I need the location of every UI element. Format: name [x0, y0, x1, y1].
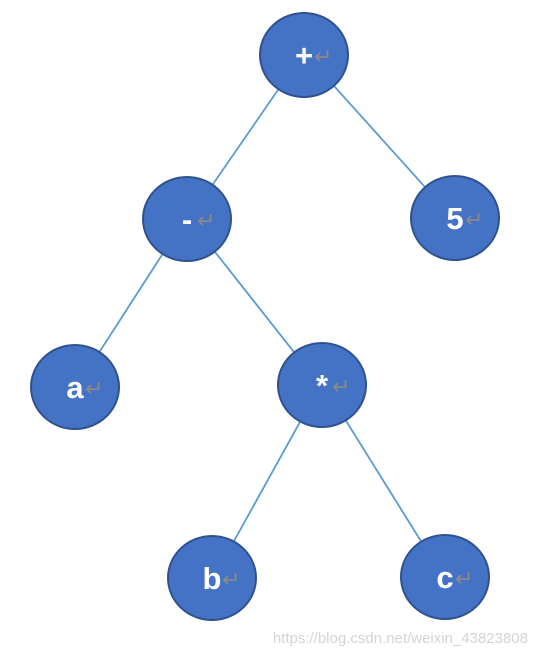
- paragraph-mark-icon: ↵: [85, 377, 103, 402]
- node-label-five: 5: [446, 201, 463, 236]
- node-circle-b: [167, 535, 257, 621]
- node-a: a↵: [30, 344, 120, 430]
- paragraph-mark-icon: ↵: [465, 208, 483, 233]
- node-c: c↵: [400, 534, 490, 620]
- node-label-b: b: [203, 561, 222, 596]
- watermark-text: https://blog.csdn.net/weixin_43823808: [272, 630, 528, 647]
- edge-plus-to-minus: [211, 87, 280, 187]
- edge-times-to-b: [232, 420, 302, 543]
- node-label-minus: -: [182, 202, 192, 237]
- node-circle-times: [277, 342, 367, 428]
- node-minus: -↵: [142, 176, 232, 262]
- paragraph-mark-icon: ↵: [314, 45, 332, 70]
- node-circle-five: [410, 175, 500, 261]
- edge-minus-to-a: [98, 252, 164, 354]
- paragraph-mark-icon: ↵: [222, 568, 240, 593]
- node-circle-c: [400, 534, 490, 620]
- node-label-times: *: [316, 368, 329, 403]
- node-label-c: c: [436, 560, 453, 595]
- edge-times-to-c: [344, 419, 423, 543]
- paragraph-mark-icon: ↵: [197, 209, 215, 234]
- node-label-plus: +: [295, 38, 313, 73]
- node-circle-minus: [142, 176, 232, 262]
- paragraph-mark-icon: ↵: [332, 375, 350, 400]
- node-b: b↵: [167, 535, 257, 621]
- node-plus: +↵: [259, 12, 349, 98]
- node-label-a: a: [66, 370, 84, 405]
- edge-minus-to-times: [213, 250, 296, 354]
- node-times: *↵: [277, 342, 367, 428]
- node-circle-plus: [259, 12, 349, 98]
- node-circle-a: [30, 344, 120, 430]
- tree-edges: [98, 84, 427, 543]
- paragraph-mark-icon: ↵: [455, 567, 473, 592]
- tree-nodes: +↵-↵5↵a↵*↵b↵c↵: [30, 12, 500, 621]
- edge-plus-to-five: [332, 84, 427, 189]
- node-five: 5↵: [410, 175, 500, 261]
